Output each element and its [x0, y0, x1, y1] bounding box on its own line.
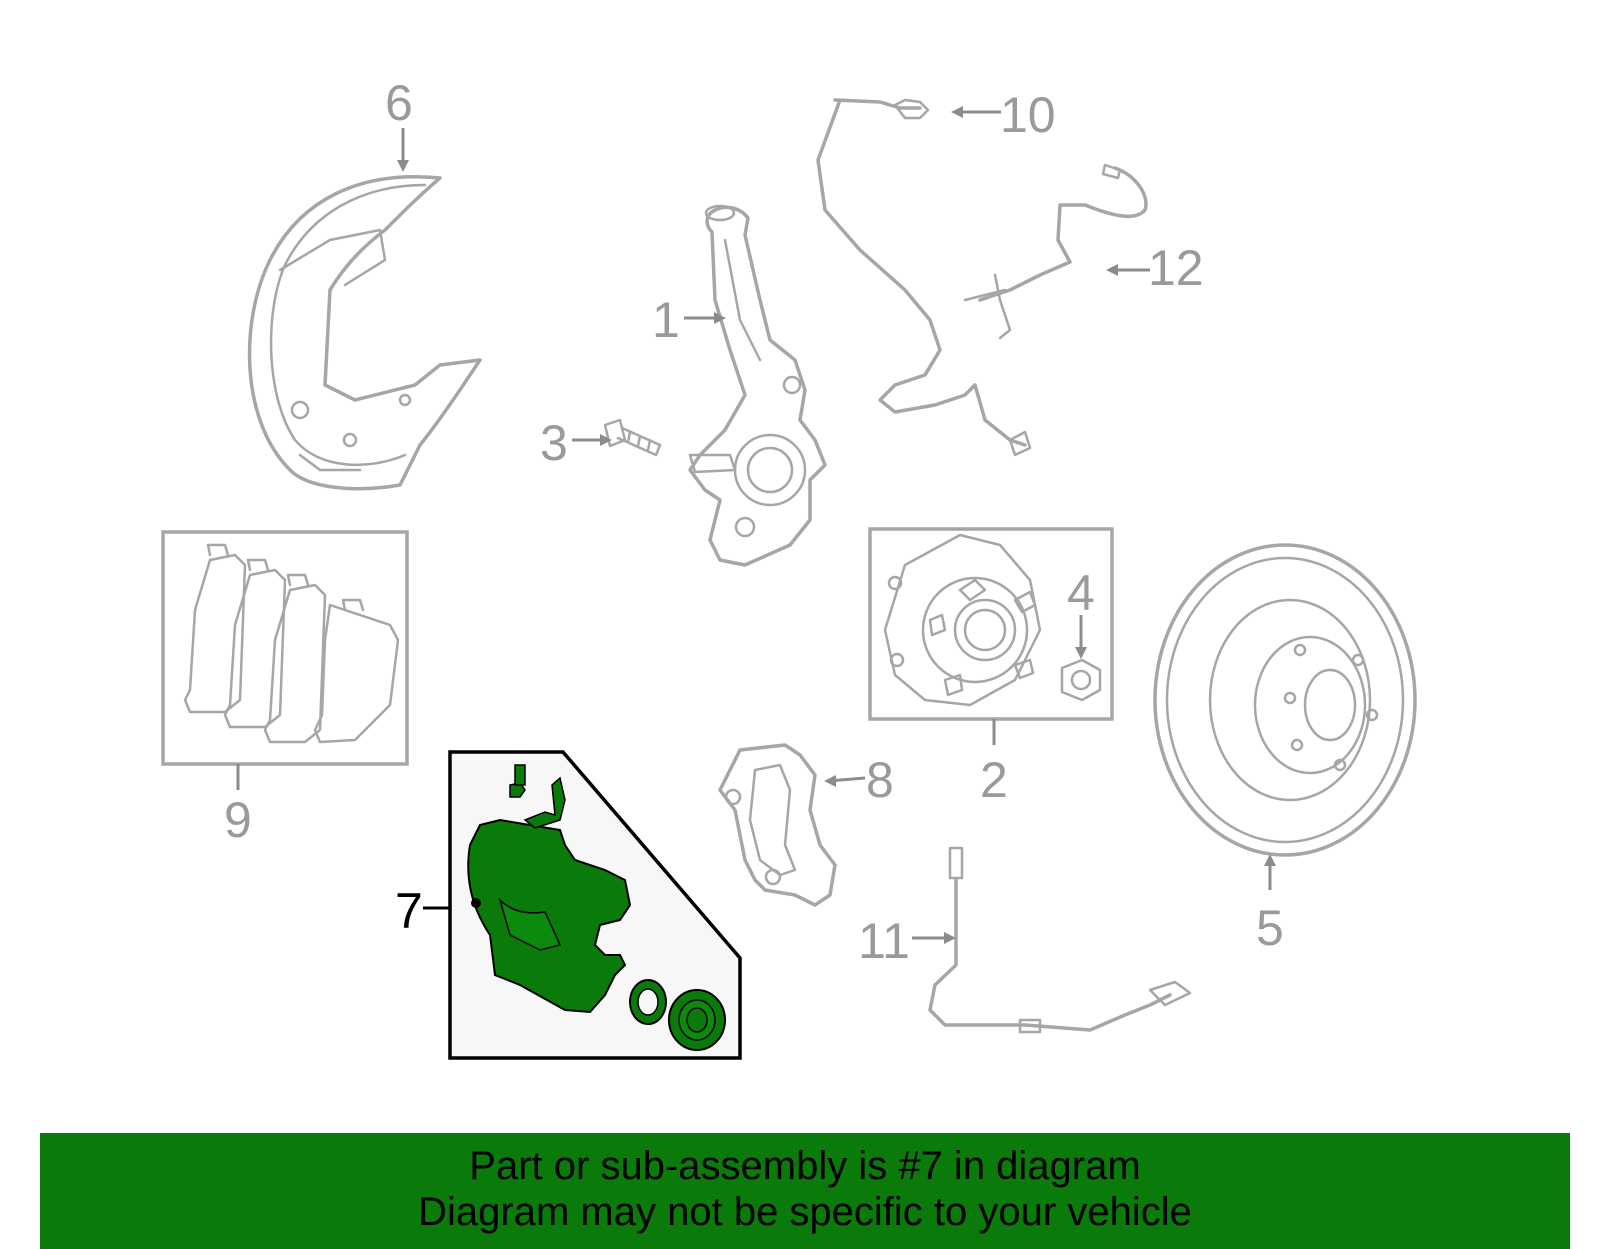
part-bolt [603, 418, 662, 457]
banner-line-1: Part or sub-assembly is #7 in diagram [469, 1144, 1141, 1188]
callout-8: 8 [866, 752, 894, 808]
callout-3: 3 [540, 415, 568, 471]
part-wheel-hub [868, 527, 1114, 721]
part-sensor-harness [816, 98, 1032, 457]
part-brake-rotor [1153, 543, 1417, 857]
leader-lines [236, 106, 1276, 944]
callout-7: 7 [395, 883, 423, 939]
callout-1: 1 [652, 292, 680, 348]
part-caliper-bracket [718, 743, 837, 907]
callout-6: 6 [385, 75, 413, 131]
part-steering-knuckle [688, 204, 827, 567]
part-splash-shield [247, 175, 482, 491]
callout-4: 4 [1067, 565, 1095, 621]
callout-12: 12 [1148, 240, 1204, 296]
callout-2: 2 [980, 752, 1008, 808]
callout-5: 5 [1256, 900, 1284, 956]
info-banner: Part or sub-assembly is #7 in diagram Di… [40, 1133, 1570, 1249]
banner-line-2: Diagram may not be specific to your vehi… [418, 1190, 1192, 1234]
callout-10: 10 [1000, 87, 1056, 143]
part-brake-pads [161, 530, 409, 766]
callout-11: 11 [858, 913, 910, 969]
callout-9: 9 [224, 792, 252, 848]
part-sensor-wire [963, 163, 1148, 340]
part-sensor-wire-lower [928, 846, 1192, 1034]
parts-diagram: 6 1 3 10 12 4 2 9 8 11 5 7 [161, 75, 1417, 1060]
part-brake-caliper-highlighted [448, 750, 742, 1060]
